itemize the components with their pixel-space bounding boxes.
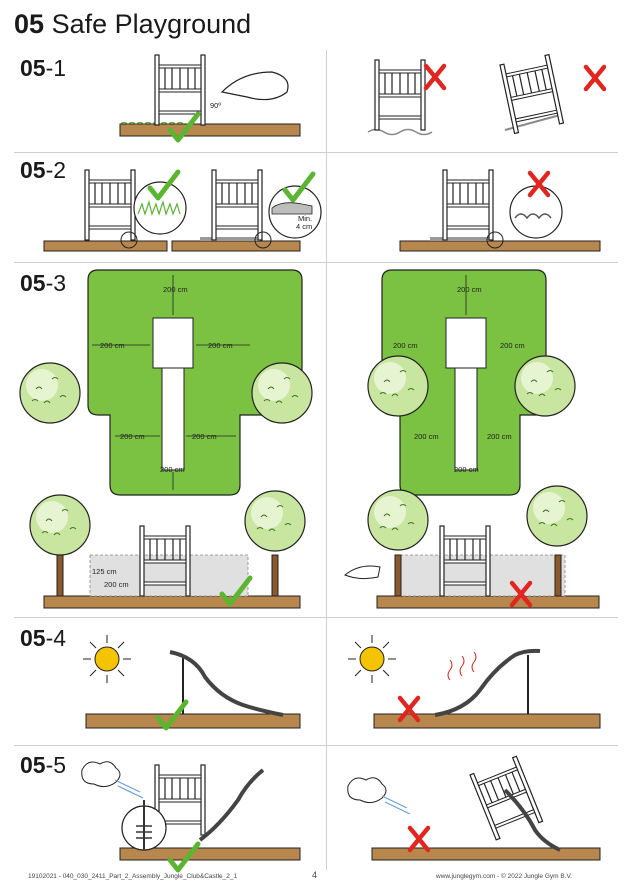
step-05-5-label: 05-5 (20, 752, 66, 778)
step-sub: -4 (45, 625, 67, 651)
cross-icon (586, 67, 604, 89)
clearance-label-slide-right: 200 cm (192, 432, 217, 441)
tree-icon (514, 355, 576, 417)
footer-page-number: 4 (312, 870, 318, 880)
cross-icon (426, 66, 444, 88)
step-sub: -5 (45, 752, 67, 778)
step-05-3-safety-zone-right: 200 cm 200 cm 200 cm 200 cm 200 cm 200 c… (367, 269, 576, 496)
section-divider (14, 152, 618, 153)
step-number: 05 (20, 157, 46, 183)
clearance-label-right: 200 cm (500, 341, 525, 350)
clearance-label-right: 200 cm (208, 341, 233, 350)
clearance-label-slide-right: 200 cm (487, 432, 512, 441)
cross-icon (410, 828, 428, 850)
tree-icon (244, 490, 306, 552)
clearance-label-bottom: 200 cm (160, 465, 185, 474)
step-05-5-wrong (347, 755, 601, 861)
depth-label-min: Min. (298, 214, 312, 223)
step-05-1-correct-illustration: 90º (119, 54, 301, 140)
height-label: 125 cm (92, 567, 117, 576)
heat-waves-icon (447, 651, 477, 681)
step-sub: -1 (45, 55, 67, 81)
step-05-2-label: 05-2 (20, 157, 66, 183)
tree-icon (19, 362, 81, 424)
angle-label: 90º (210, 101, 221, 110)
step-05-1-wrong-illustration (367, 54, 604, 136)
step-sub: -2 (45, 157, 67, 183)
clearance-label-left: 200 cm (100, 341, 125, 350)
step-number: 05 (20, 752, 46, 778)
clearance-label-bottom: 200 cm (454, 465, 479, 474)
step-05-2-wrong-illustration (399, 169, 601, 252)
step-05-4-correct (82, 634, 301, 728)
page-title: 05 Safe Playground (14, 8, 251, 40)
clearance-label-slide-left: 200 cm (414, 432, 439, 441)
clearance-label-slide-left: 200 cm (120, 432, 145, 441)
wind-cloud-icon (347, 777, 387, 804)
step-05-4-wrong (347, 634, 601, 729)
step-05-2-correct-illustration: Min. 4 cm (43, 169, 322, 252)
tree-icon (526, 485, 588, 547)
wind-cloud-icon (81, 761, 121, 788)
step-number: 05 (20, 625, 46, 651)
center-divider (326, 50, 327, 870)
step-05-3-side-correct: 125 cm 200 cm (29, 490, 306, 609)
pointing-hand-icon (220, 71, 289, 101)
clearance-label-top: 200 cm (457, 285, 482, 294)
step-05-3-side-wrong (344, 485, 600, 609)
section-divider (14, 262, 618, 263)
clearance-label-left: 200 cm (393, 341, 418, 350)
tree-icon (29, 494, 91, 556)
step-05-1-label: 05-1 (20, 55, 66, 81)
step-05-3-safety-zone-left: 200 cm 200 cm 200 cm 200 cm 200 cm 200 c… (19, 269, 313, 496)
step-number: 05 (20, 270, 46, 296)
footer-document-id: 19102021 - 040_030_2411_Part_2_Assembly_… (28, 873, 238, 880)
step-05-4-label: 05-4 (20, 625, 66, 651)
depth-label-value: 4 cm (296, 222, 312, 231)
step-05-5-correct (81, 761, 301, 870)
tree-icon (367, 355, 429, 417)
pointing-hand-icon (344, 565, 381, 580)
section-divider (14, 745, 618, 746)
section-divider (14, 617, 618, 618)
tree-icon (367, 489, 429, 551)
step-05-3-label: 05-3 (20, 270, 66, 296)
distance-label: 200 cm (104, 580, 129, 589)
step-number: 05 (20, 55, 46, 81)
step-sub: -3 (45, 270, 67, 296)
title-text: Safe Playground (51, 9, 252, 39)
footer-copyright: www.junglegym.com - © 2022 Jungle Gym B.… (436, 873, 573, 880)
tree-icon (251, 362, 313, 424)
sun-icon (347, 634, 397, 684)
title-number: 05 (14, 9, 45, 39)
sun-icon (82, 634, 132, 684)
clearance-label-top: 200 cm (163, 285, 188, 294)
